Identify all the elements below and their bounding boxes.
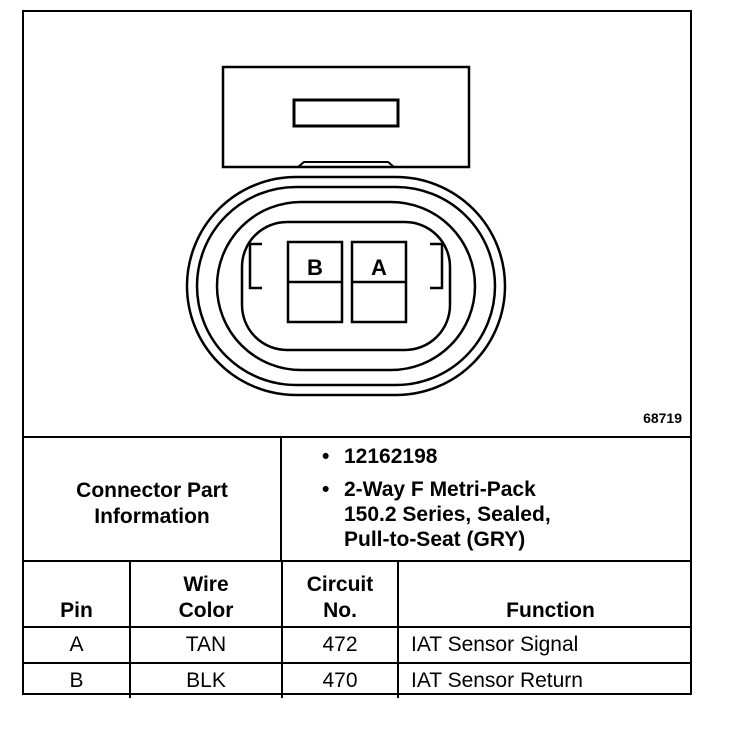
- bullet-icon: •: [322, 445, 330, 468]
- bullet-icon: •: [322, 478, 330, 501]
- figure-id: 68719: [643, 410, 682, 426]
- info-item-line: 12162198: [344, 445, 438, 468]
- terminal-label-b: B: [307, 255, 323, 280]
- info-item-line: Pull-to-Seat (GRY): [344, 528, 526, 551]
- pin-table: Pin Wire Color Circuit No. Function A TA…: [24, 560, 690, 698]
- pin-table-header: Pin Wire Color Circuit No. Function: [24, 561, 690, 628]
- circuit-cell: 470: [281, 662, 399, 698]
- header-pin: Pin: [24, 561, 131, 628]
- info-label-line: Information: [94, 505, 210, 528]
- info-label: Connector Part Information: [24, 478, 280, 530]
- info-item-part-number: • 12162198: [320, 444, 551, 469]
- header-circuit: Circuit No.: [281, 561, 399, 628]
- pin-cell: B: [24, 662, 131, 698]
- right-key-slot: [430, 242, 444, 290]
- header-function-label: Function: [506, 599, 595, 622]
- terminal-cavity: [240, 220, 452, 352]
- connector-outer-ring: [195, 185, 497, 387]
- header-wire-color-line: Color: [178, 599, 234, 622]
- left-key-slot: [248, 242, 262, 290]
- wire-color-cell: TAN: [129, 626, 283, 664]
- info-item-description: • 2-Way F Metri-Pack 150.2 Series, Seale…: [320, 477, 551, 552]
- connector-diagram-sheet: B A 68719 Connector Part Information • 1…: [22, 10, 692, 698]
- connector-inner-ring: [215, 200, 477, 372]
- connector-part-info: Connector Part Information • 12162198 • …: [24, 436, 690, 560]
- latch-notch: [297, 161, 395, 168]
- header-circuit-line: Circuit: [306, 573, 374, 596]
- connector-drawing: B A 68719: [24, 12, 690, 436]
- connector-housing-top: [221, 65, 471, 169]
- connector-face-svg: B A: [185, 65, 507, 397]
- info-item-line: 150.2 Series, Sealed,: [344, 503, 551, 526]
- info-list: • 12162198 • 2-Way F Metri-Pack 150.2 Se…: [320, 444, 551, 560]
- function-cell: IAT Sensor Signal: [397, 626, 690, 664]
- wire-color-cell: BLK: [129, 662, 283, 698]
- function-cell: IAT Sensor Return: [397, 662, 690, 698]
- info-item-line: 2-Way F Metri-Pack: [344, 478, 536, 501]
- header-wire-color: Wire Color: [129, 561, 283, 628]
- locking-tab: [292, 98, 400, 128]
- header-circuit-line: No.: [323, 599, 357, 622]
- table-row: B BLK 470 IAT Sensor Return: [24, 662, 690, 698]
- circuit-cell: 472: [281, 626, 399, 664]
- header-wire-color-line: Wire: [183, 573, 229, 596]
- connector-outer-seal: [185, 175, 507, 397]
- info-label-cell: Connector Part Information: [24, 438, 282, 560]
- header-function: Function: [397, 561, 690, 628]
- table-row: A TAN 472 IAT Sensor Signal: [24, 626, 690, 664]
- terminal-label-a: A: [371, 255, 387, 280]
- info-label-line: Connector Part: [76, 479, 228, 502]
- pin-cell: A: [24, 626, 131, 664]
- header-pin-label: Pin: [60, 599, 93, 622]
